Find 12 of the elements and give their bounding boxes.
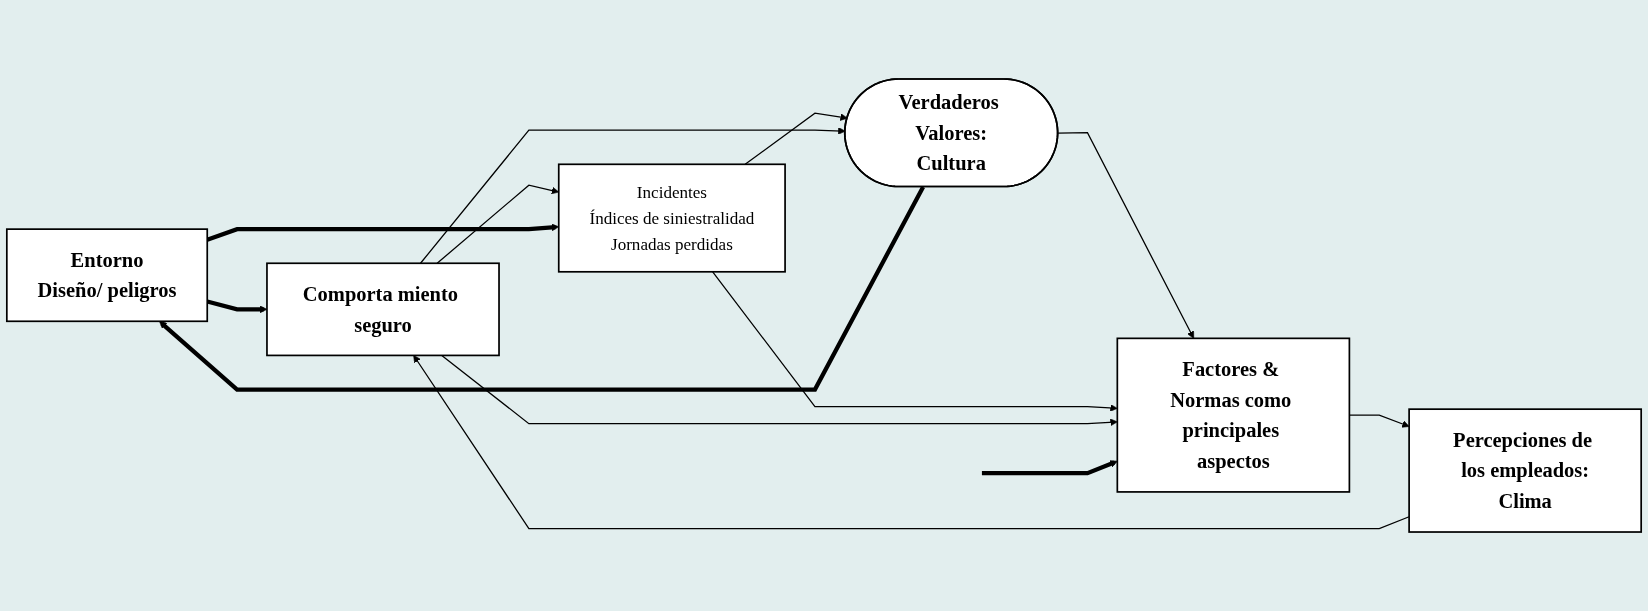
arrow xyxy=(981,460,1118,476)
node-box: Factores & Normas como principales aspectos xyxy=(1116,337,1351,493)
node-box: Percepciones de los empleados: Clima xyxy=(1408,408,1643,533)
node-box: Incidentes Índices de siniestralidad Jornadas perdidas xyxy=(557,163,786,273)
arrow xyxy=(744,112,848,165)
arrow xyxy=(712,271,1118,412)
node-box: Comporta miento seguro xyxy=(266,262,500,357)
node-box: Entorno Diseño/ peligros xyxy=(5,228,209,323)
arrow xyxy=(441,354,1118,427)
arrow xyxy=(1057,132,1195,339)
arrow xyxy=(159,185,925,392)
arrow xyxy=(413,355,1410,530)
